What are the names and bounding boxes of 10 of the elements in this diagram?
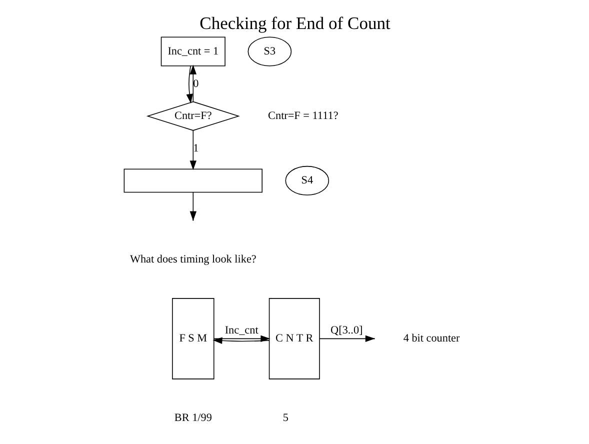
label: 5: [282, 412, 288, 424]
edge-label: 1: [192, 142, 198, 154]
edge-label: 0: [192, 78, 198, 90]
label: What does timing look like?: [129, 253, 256, 266]
diagram-title: Checking for End of Count: [199, 12, 390, 33]
label: Cntr=F = 1111?: [268, 110, 338, 122]
label: BR 1/99: [174, 412, 212, 424]
edge-label: Q[3..0]: [330, 324, 362, 336]
edge-label: Inc_cnt: [224, 324, 258, 336]
label: 4 bit counter: [402, 332, 460, 345]
